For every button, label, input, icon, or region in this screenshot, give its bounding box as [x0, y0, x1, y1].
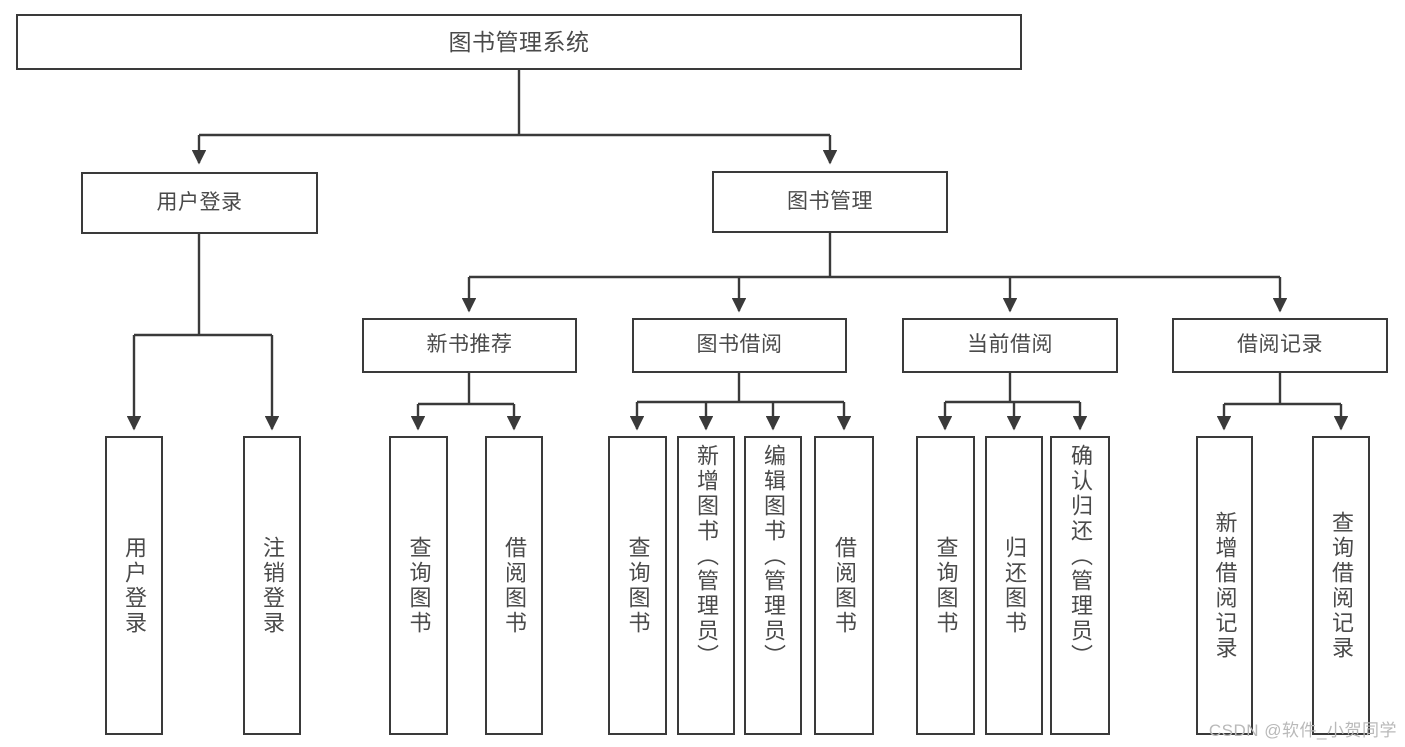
leaf-recommend-query-book[interactable]: 查询图书: [389, 436, 448, 735]
node-label: 查询图书: [406, 535, 432, 636]
node-label: 归还图书: [1002, 535, 1027, 636]
leaf-record-add-record[interactable]: 新增借阅记录: [1196, 436, 1253, 735]
leaf-borrow-query-book[interactable]: 查询图书: [608, 436, 667, 735]
node-label: 图书管理系统: [448, 28, 590, 55]
leaf-current-query-book[interactable]: 查询图书: [916, 436, 975, 735]
node-label: 当前借阅: [967, 333, 1053, 357]
leaf-current-confirm-return-admin[interactable]: 确认归还（管理员）: [1050, 436, 1110, 735]
node-label: 新书推荐: [426, 333, 513, 357]
node-label: 查询图书: [933, 535, 959, 636]
node-root-system[interactable]: 图书管理系统: [16, 14, 1022, 70]
csdn-watermark: CSDN @软件_小贺同学: [1208, 721, 1397, 740]
node-book-management[interactable]: 图书管理: [712, 171, 948, 233]
node-borrow-record[interactable]: 借阅记录: [1172, 318, 1388, 373]
leaf-record-query-record[interactable]: 查询借阅记录: [1312, 436, 1370, 735]
node-label: 图书借阅: [696, 333, 783, 357]
leaf-borrow-add-book-admin[interactable]: 新增图书（管理员）: [677, 436, 735, 735]
leaf-borrow-edit-book-admin[interactable]: 编辑图书（管理员）: [744, 436, 802, 735]
node-label: 借阅图书: [502, 535, 527, 636]
node-label: 用户登录: [122, 535, 147, 636]
leaf-borrow-borrow-book[interactable]: 借阅图书: [814, 436, 874, 735]
leaf-user-login-login[interactable]: 用户登录: [105, 436, 163, 735]
node-label: 查询图书: [625, 535, 651, 636]
node-label: 查询借阅记录: [1329, 510, 1354, 661]
node-label: 确认归还（管理员）: [1068, 444, 1093, 669]
node-new-book-recommend[interactable]: 新书推荐: [362, 318, 577, 373]
node-user-login[interactable]: 用户登录: [81, 172, 318, 234]
leaf-current-return-book[interactable]: 归还图书: [985, 436, 1043, 735]
node-book-borrow[interactable]: 图书借阅: [632, 318, 847, 373]
node-label: 图书管理: [787, 189, 873, 213]
node-label: 编辑图书（管理员）: [761, 444, 786, 669]
node-label: 新增图书（管理员）: [694, 444, 719, 669]
node-label: 借阅图书: [832, 535, 857, 636]
node-label: 注销登录: [260, 535, 285, 636]
leaf-recommend-borrow-book[interactable]: 借阅图书: [485, 436, 543, 735]
node-label: 用户登录: [156, 190, 243, 214]
leaf-user-login-logout[interactable]: 注销登录: [243, 436, 301, 735]
node-label: 新增借阅记录: [1212, 510, 1238, 661]
node-label: 借阅记录: [1237, 333, 1323, 357]
node-current-borrow[interactable]: 当前借阅: [902, 318, 1118, 373]
